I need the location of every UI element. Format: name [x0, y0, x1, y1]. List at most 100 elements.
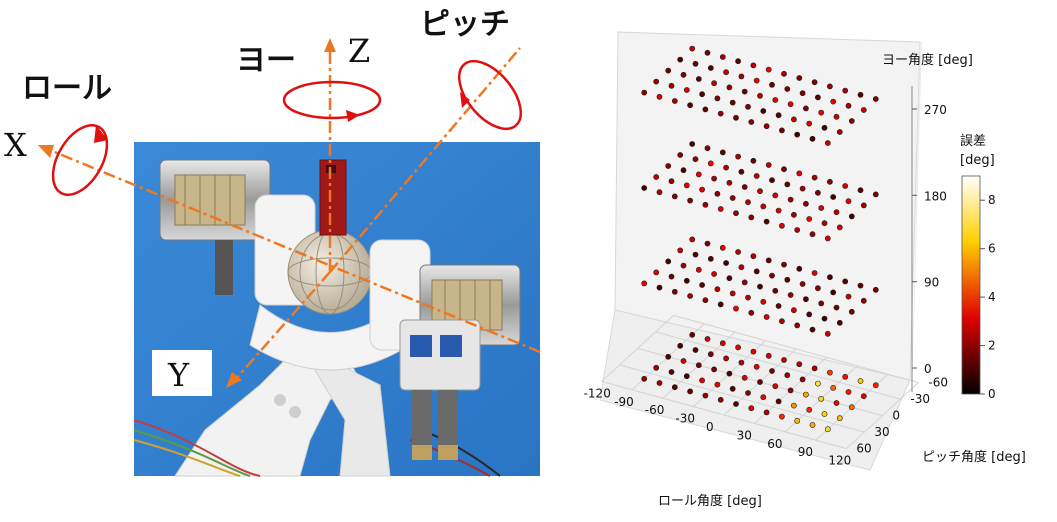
scatter-point: [711, 366, 717, 373]
y-axis-arrowhead: [226, 372, 242, 388]
scatter-point: [665, 163, 672, 169]
scatter-point: [794, 227, 801, 233]
scatter-point: [719, 149, 726, 156]
scatter-point: [806, 216, 813, 222]
scatter-point: [765, 257, 772, 264]
scatter-point: [707, 160, 714, 167]
scatter-point: [806, 311, 813, 318]
scatter-point: [665, 353, 672, 360]
scatter-point: [738, 168, 745, 175]
scatter-point: [775, 398, 782, 405]
scatter-point: [653, 364, 660, 371]
x-axis-arrowhead: [38, 145, 54, 158]
scatter-point: [656, 189, 663, 196]
front-motor: [399, 319, 481, 460]
scatter-point: [717, 206, 724, 212]
scatter-point: [741, 279, 748, 286]
scatter-point: [784, 181, 791, 188]
scatter-point: [806, 406, 813, 413]
x-tick-label: 0: [706, 420, 714, 434]
colorbar-title-line1: 誤差: [960, 133, 986, 149]
x-axis-title: ロール角度 [deg]: [658, 493, 762, 509]
roll-rotation-arrow: [51, 124, 109, 196]
scatter-point: [814, 189, 821, 196]
y-tick-label: 60: [856, 442, 871, 456]
scatter-point: [836, 129, 843, 135]
scatter-point: [753, 268, 760, 275]
scatter-point: [714, 95, 721, 102]
scatter-point: [680, 262, 687, 269]
scatter-point: [833, 113, 840, 120]
scatter-point: [830, 98, 837, 105]
scatter-point: [695, 76, 702, 82]
scatter-point: [799, 281, 806, 287]
scatter-point: [872, 191, 879, 198]
scatter-point: [824, 140, 831, 146]
colorbar-tick-label: 2: [988, 339, 996, 353]
scatter-point: [719, 54, 726, 60]
y-axis-label: Y: [167, 356, 190, 394]
scatter-point: [857, 378, 864, 384]
robot-photo-panel: ロール ヨー ピッチ X Z Y: [4, 7, 541, 477]
scatter-point: [714, 286, 721, 293]
x-axis-label: X: [4, 126, 27, 164]
scatter-point: [794, 131, 801, 138]
scatter-point: [824, 235, 831, 242]
pitch-rotation-arrow: [458, 60, 522, 130]
scatter-point: [671, 384, 678, 391]
scatter-point: [811, 79, 818, 86]
scatter-point: [729, 385, 736, 392]
scatter-point: [735, 58, 741, 65]
scatter-point: [778, 222, 785, 229]
scatter-point: [860, 107, 867, 113]
scatter-point: [848, 308, 855, 315]
scatter-point: [787, 196, 794, 203]
scatter-point: [677, 342, 684, 349]
scatter-point: [872, 96, 879, 102]
scatter-point: [769, 368, 775, 374]
scatter-point: [723, 164, 729, 171]
scatter-point: [802, 391, 809, 398]
scatter-point: [794, 417, 801, 424]
yaw-rotation-arrow: [282, 80, 382, 122]
scatter-point: [860, 393, 867, 400]
scatter-point: [796, 75, 803, 81]
scatter-point: [689, 45, 696, 52]
scatter-point: [811, 174, 818, 181]
scatter-point: [704, 336, 711, 342]
scatter-point: [763, 314, 770, 320]
scatter-point: [665, 258, 672, 265]
scatter-point: [842, 87, 849, 94]
scatter-point: [809, 231, 816, 238]
scatter-point: [748, 119, 755, 125]
scatter-point: [671, 288, 678, 295]
scatter-point: [748, 214, 755, 221]
scatter-point: [719, 244, 726, 251]
scatter-point: [717, 301, 724, 308]
scatter-point: [683, 373, 690, 380]
scatter-point: [781, 357, 787, 363]
y-tick-label: -30: [910, 392, 930, 406]
scatter-point: [680, 358, 687, 364]
colorbar-tick-label: 6: [988, 242, 996, 256]
scatter-point: [745, 103, 751, 110]
scatter-point: [760, 203, 767, 210]
scatter-point: [809, 135, 816, 142]
scatter-point: [729, 195, 736, 201]
scatter-point: [784, 86, 791, 92]
x-tick-label: 120: [828, 454, 851, 468]
scatter-point: [790, 116, 797, 123]
scatter-point: [702, 392, 709, 399]
scatter-point: [726, 370, 733, 377]
scatter-point: [814, 285, 821, 292]
scatter-point: [692, 347, 699, 353]
scatter-point: [653, 269, 660, 276]
scatter-point: [738, 73, 745, 80]
z-axis-arrowhead: [324, 38, 336, 52]
scatter-point: [757, 283, 763, 290]
scatter-point: [733, 114, 739, 121]
